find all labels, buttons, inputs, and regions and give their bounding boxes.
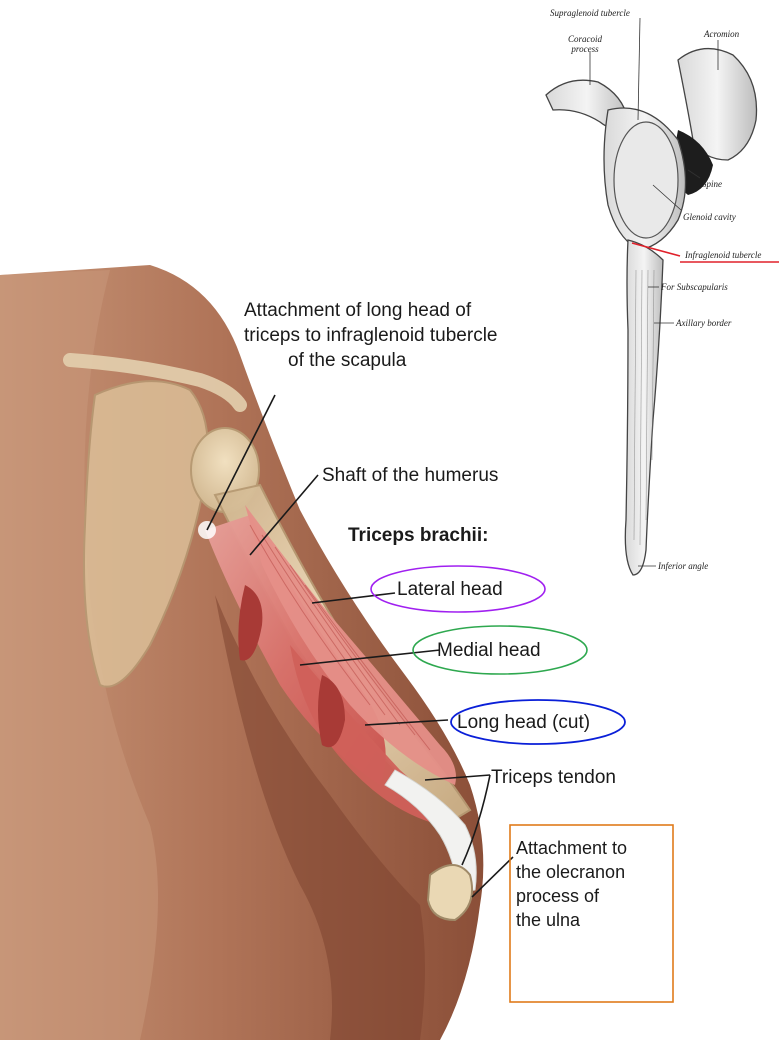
glenoid-cavity-label: Glenoid cavity	[683, 212, 736, 222]
coracoid-line-2: process	[568, 44, 602, 54]
olecranon-attachment-label: Attachment to the olecranon process of t…	[516, 836, 666, 932]
olecranon-line-1: Attachment to	[516, 836, 666, 860]
axillary-border-shape	[625, 240, 663, 575]
long-head-attachment-line-3: of the scapula	[244, 348, 497, 373]
inferior-angle-label: Inferior angle	[658, 561, 708, 571]
acromion-label: Acromion	[704, 29, 739, 39]
scapula-lateral-view: Supraglenoid tubercle Coracoid process A…	[528, 0, 779, 590]
olecranon-line-4: the ulna	[516, 908, 666, 932]
long-head-cut-label: Long head (cut)	[457, 710, 590, 735]
supraglenoid-label: Supraglenoid tubercle	[550, 8, 630, 18]
spine-label: Spine	[702, 179, 722, 189]
long-head-attachment-line-1: Attachment of long head of	[244, 298, 497, 323]
coracoid-label: Coracoid process	[568, 34, 602, 54]
olecranon-line-2: the olecranon	[516, 860, 666, 884]
subscapularis-label: For Subscapularis	[661, 282, 728, 292]
infraglenoid-label: Infraglenoid tubercle	[685, 250, 779, 260]
glenoid-cavity-shape	[614, 122, 678, 238]
shaft-humerus-label: Shaft of the humerus	[322, 463, 498, 488]
medial-head-label: Medial head	[437, 638, 541, 663]
axillary-border-label: Axillary border	[676, 318, 731, 328]
coracoid-line-1: Coracoid	[568, 34, 602, 44]
lateral-head-label: Lateral head	[397, 577, 503, 602]
olecranon	[428, 865, 472, 920]
long-head-attachment-line-2: triceps to infraglenoid tubercle	[244, 323, 497, 348]
triceps-tendon-label: Triceps tendon	[491, 765, 616, 790]
triceps-brachii-title: Triceps brachii:	[348, 523, 488, 548]
scapula-drawing	[528, 0, 779, 590]
olecranon-line-3: process of	[516, 884, 666, 908]
long-head-attachment-label: Attachment of long head of triceps to in…	[244, 298, 497, 373]
